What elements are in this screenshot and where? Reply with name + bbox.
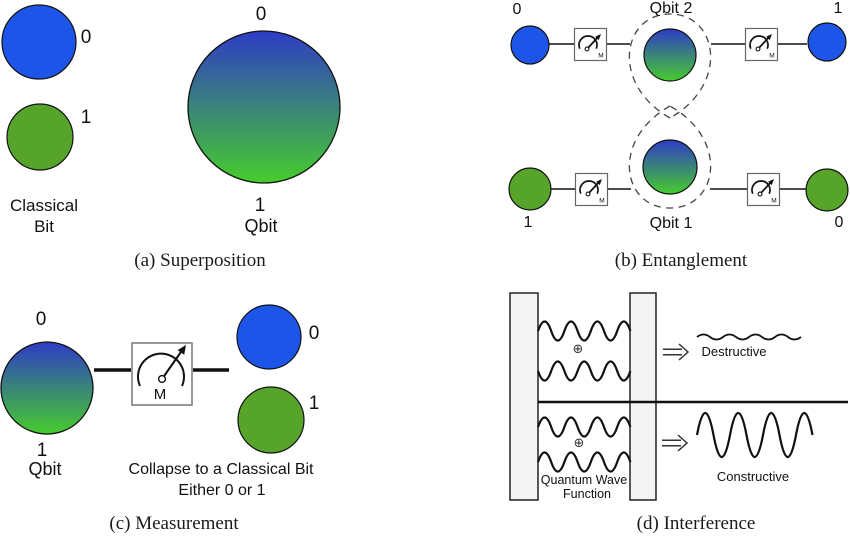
destructive-wave [696, 333, 802, 341]
wave-bottom-2 [536, 451, 632, 473]
entanglement-loop-top [628, 13, 712, 119]
caption-measurement: (c) Measurement [109, 513, 239, 534]
wave-bottom-1 [536, 416, 632, 438]
circled-plus-icon-bottom: ⊕ [573, 436, 585, 451]
entanglement-loop-bottom [628, 105, 712, 209]
c-qbit-0-label: 0 [35, 309, 47, 330]
qbit2-name-label: Qbit 2 [649, 0, 693, 17]
panel-interference [509, 292, 848, 501]
collapse-text-line1: Collapse to a Classical Bit [128, 461, 314, 478]
meter-icon [573, 27, 608, 62]
classical-0-label: 0 [80, 27, 92, 48]
panel-measurement: M [0, 304, 305, 454]
bit-1-circle-right [807, 22, 847, 62]
meter-icon-large: M [131, 342, 193, 406]
b-top-right-bit-label: 1 [833, 0, 843, 17]
b-bottom-left-bit-label: 1 [523, 214, 533, 231]
circled-plus-icon-top: ⊕ [572, 342, 584, 357]
classical-bit-name-line2: Bit [34, 217, 54, 236]
wave-top-1 [536, 320, 632, 342]
qbit-name-label: Qbit [244, 216, 278, 236]
collapse-text-line2: Either 0 or 1 [178, 482, 266, 499]
caption-superposition: (a) Superposition [134, 250, 266, 271]
classical-bit-name-line1: Classical [9, 196, 79, 215]
bit-0-circle-left [510, 25, 550, 65]
c-qbit-1-label: 1 [36, 440, 48, 461]
classical-1-label: 1 [80, 107, 92, 128]
qbit1-circle [642, 139, 698, 195]
wave-function-label-line2: Function [563, 487, 611, 501]
b-bottom-right-bit-label: 0 [834, 214, 844, 231]
bit-0-circle-right [805, 168, 849, 212]
meter-icon [574, 172, 609, 207]
result-0-circle [236, 304, 302, 370]
caption-entanglement: (b) Entanglement [614, 250, 748, 271]
qbit-1-label: 1 [254, 195, 266, 216]
qbit-superposition-circle [187, 30, 341, 184]
b-top-left-bit-label: 0 [512, 1, 522, 18]
meter-m-label: M [154, 386, 167, 403]
c-result-1-label: 1 [308, 393, 320, 414]
qbit2-circle [643, 28, 697, 82]
bit-1-circle-left [508, 167, 552, 211]
destructive-label: Destructive [701, 344, 767, 359]
caption-interference: (d) Interference [636, 513, 756, 534]
c-qbit-name-label: Qbit [28, 459, 62, 479]
panel-entanglement [508, 13, 849, 212]
implies-arrow-bottom [661, 434, 688, 452]
classical-bit-1-circle [6, 103, 74, 171]
panel-superposition [1, 4, 341, 184]
constructive-wave [695, 412, 814, 458]
result-1-circle [237, 386, 305, 454]
constructive-label: Constructive [716, 469, 790, 484]
classical-bit-0-circle [1, 4, 77, 80]
wave-top-2 [536, 360, 632, 382]
wave-function-label-line1: Quantum Wave [540, 473, 628, 487]
c-result-0-label: 0 [308, 323, 320, 344]
meter-icon [746, 172, 781, 207]
qbit-circle [0, 341, 94, 435]
implies-arrow-top [662, 343, 689, 361]
qbit-0-label: 0 [255, 4, 267, 25]
barrier-right [629, 292, 657, 501]
meter-icon [744, 27, 779, 62]
qbit1-name-label: Qbit 1 [649, 215, 693, 232]
barrier-left [509, 292, 539, 501]
